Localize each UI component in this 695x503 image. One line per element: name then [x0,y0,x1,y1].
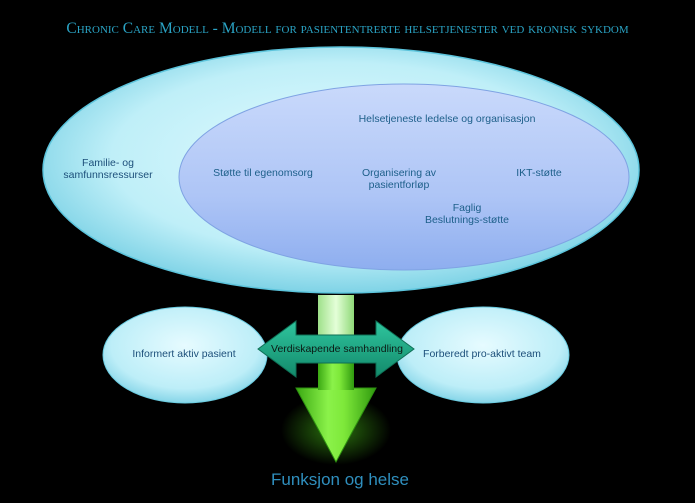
health-leadership-label: Helsetjeneste ledelse og organisasjon [358,113,536,125]
family-community-line1: Familie- og [82,157,134,169]
decision-support-line2: Beslutnings-støtte [424,214,510,226]
ict-support-line1: IKT-støtte [516,167,562,179]
diagram-title: Chronic Care Modell - Modell for pasient… [66,20,629,37]
family-community-label: Familie- og samfunnsressurser [48,157,168,181]
self-care-support-label: Støtte til egenomsorg [200,167,326,179]
function-health-label: Funksjon og helse [271,470,409,489]
patient-pathway-label: Organisering av pasientforløp [349,167,449,191]
decision-support-label: Faglig Beslutnings-støtte [410,202,524,226]
value-collaboration-label: Verdiskapende samhandling [271,343,403,355]
inner-ellipse [178,83,630,271]
prepared-team-label: Forberedt pro-aktivt team [423,348,541,360]
double-arrow [257,320,415,378]
ict-support-label: IKT-støtte [505,167,573,179]
decision-support-line1: Faglig [452,202,482,214]
informed-patient-label: Informert aktiv pasient [132,348,236,360]
patient-pathway-line2: pasientforløp [368,179,430,191]
patient-pathway-line1: Organisering av [361,167,437,179]
family-community-line2: samfunnsressurser [63,169,153,181]
self-care-support-line1: Støtte til egenomsorg [213,167,313,179]
